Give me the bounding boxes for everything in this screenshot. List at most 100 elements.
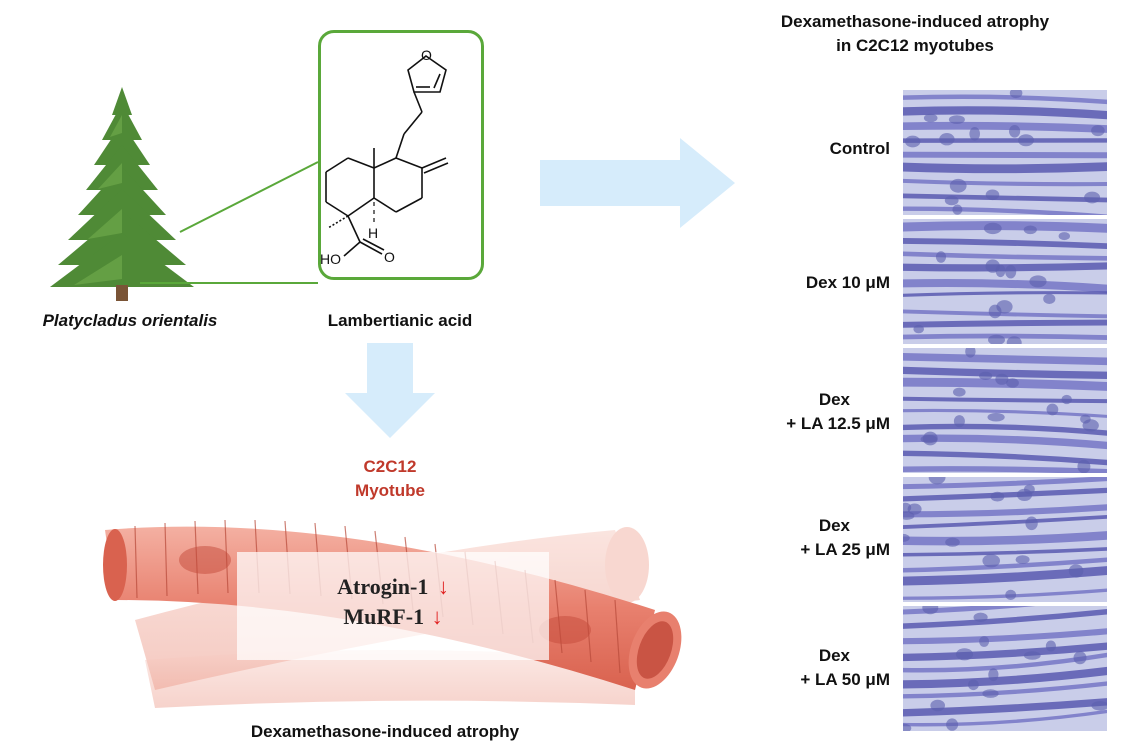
- nucleus: [1009, 125, 1021, 138]
- myotube-fiber: [903, 319, 1107, 328]
- myotube-fiber: [903, 262, 1107, 272]
- micrograph-image: [903, 606, 1107, 731]
- nucleus: [996, 300, 1013, 314]
- myotube-fiber: [903, 251, 1107, 261]
- compound-structure-box: [318, 30, 484, 280]
- micrograph-la50: [903, 606, 1107, 731]
- nucleus: [922, 606, 939, 615]
- condition-label-la50: Dex + LA 50 μM: [690, 644, 890, 692]
- nucleus: [1023, 651, 1041, 660]
- nucleus: [923, 113, 938, 123]
- condition-line1: Dex: [818, 646, 850, 665]
- nucleus: [995, 373, 1009, 385]
- myotube-fiber: [903, 608, 1107, 629]
- nucleus: [1023, 225, 1037, 235]
- nucleus: [979, 371, 993, 380]
- nucleus: [1025, 516, 1038, 531]
- nucleus: [1082, 419, 1099, 432]
- myotube-fiber: [903, 652, 1107, 673]
- micrograph-image: [903, 477, 1107, 602]
- nucleus: [949, 178, 967, 193]
- myotube-fiber: [903, 566, 1107, 586]
- nucleus: [973, 612, 988, 622]
- nucleus: [903, 533, 910, 542]
- myotube-fiber: [903, 531, 1107, 546]
- myotube-fiber: [903, 151, 1107, 159]
- nucleus: [953, 387, 966, 397]
- nucleus: [948, 115, 965, 124]
- panel-title-line1: Dexamethasone-induced atrophy: [780, 12, 1050, 31]
- myotube-fiber: [903, 477, 1107, 490]
- condition-line1: Control: [829, 139, 890, 158]
- myotube-fiber: [903, 514, 1107, 529]
- carbonyl-oxygen-label: O: [384, 249, 395, 265]
- nucleus: [928, 477, 946, 485]
- hydroxyl-label: HO: [320, 251, 341, 267]
- nucleus: [1058, 232, 1070, 241]
- micrograph-image: [903, 90, 1107, 215]
- myotube-fiber: [903, 291, 1107, 297]
- compound-label: Lambertianic acid: [327, 311, 473, 330]
- myotube-fiber: [903, 178, 1107, 187]
- micrograph-la25: [903, 477, 1107, 602]
- myotube-fiber: [903, 238, 1107, 250]
- lambertianic-acid-structure: O H HO O: [320, 47, 449, 267]
- myotube-fiber: [903, 466, 1107, 473]
- nucleus: [985, 259, 1000, 273]
- micrograph-dex10: [903, 219, 1107, 344]
- nucleus: [952, 204, 963, 215]
- panel-title-line2: in C2C12 myotubes: [836, 36, 994, 55]
- nucleus: [1091, 125, 1105, 137]
- nucleus: [985, 189, 1000, 201]
- nucleus: [1091, 701, 1107, 711]
- myotube-fiber: [903, 642, 1107, 662]
- myotube-fiber: [903, 434, 1107, 450]
- cell-line-label: C2C12 Myotube: [300, 455, 480, 503]
- nucleus: [1046, 403, 1059, 416]
- myotube-fiber: [903, 278, 1107, 293]
- marker-box: [237, 552, 549, 660]
- condition-line2: + LA 50 μM: [800, 670, 890, 689]
- micrograph-image: [903, 219, 1107, 344]
- nucleus: [979, 636, 990, 647]
- myotube-fiber: [903, 681, 1107, 699]
- myotube-fiber: [903, 557, 1107, 573]
- nucleus: [955, 648, 974, 661]
- bottom-caption: Dexamethasone-induced atrophy: [250, 722, 520, 741]
- plant-label: Platycladus orientalis: [42, 311, 218, 330]
- down-arrow-icon: [345, 343, 435, 438]
- nucleus: [988, 668, 999, 682]
- marker-atrogin: Atrogin-1: [337, 574, 429, 599]
- nucleus: [965, 348, 976, 358]
- nucleus: [1084, 191, 1101, 204]
- nucleus: [1045, 640, 1056, 652]
- nucleus: [968, 679, 979, 691]
- nucleus: [988, 334, 1005, 344]
- nucleus: [987, 412, 1005, 422]
- panel-title: Dexamethasone-induced atrophy in C2C12 m…: [745, 10, 1085, 58]
- nucleus: [1073, 651, 1087, 665]
- micrograph-la12: [903, 348, 1107, 473]
- nucleus: [1016, 488, 1033, 501]
- nucleus: [907, 503, 922, 515]
- nucleus: [1018, 134, 1034, 147]
- nucleus: [903, 723, 912, 731]
- nucleus: [1005, 589, 1017, 600]
- nucleus: [1068, 564, 1084, 578]
- condition-label-control: Control: [690, 137, 890, 161]
- marker-atrogin-row: Atrogin-1 ↓: [237, 572, 549, 602]
- nucleus: [944, 195, 959, 206]
- nucleus: [946, 718, 959, 731]
- myotube-fiber: [903, 628, 1107, 645]
- nucleus: [1043, 293, 1056, 304]
- condition-line2: + LA 25 μM: [800, 540, 890, 559]
- nucleus: [1006, 378, 1019, 388]
- condition-label-la12: Dex + LA 12.5 μM: [690, 388, 890, 436]
- myotube-fiber: [903, 352, 1107, 366]
- nucleus: [913, 324, 924, 334]
- nucleus: [1005, 265, 1017, 279]
- nucleus: [1015, 555, 1030, 564]
- myotube-fiber: [903, 121, 1107, 133]
- condition-line1: Dex: [818, 516, 850, 535]
- nucleus: [945, 537, 960, 547]
